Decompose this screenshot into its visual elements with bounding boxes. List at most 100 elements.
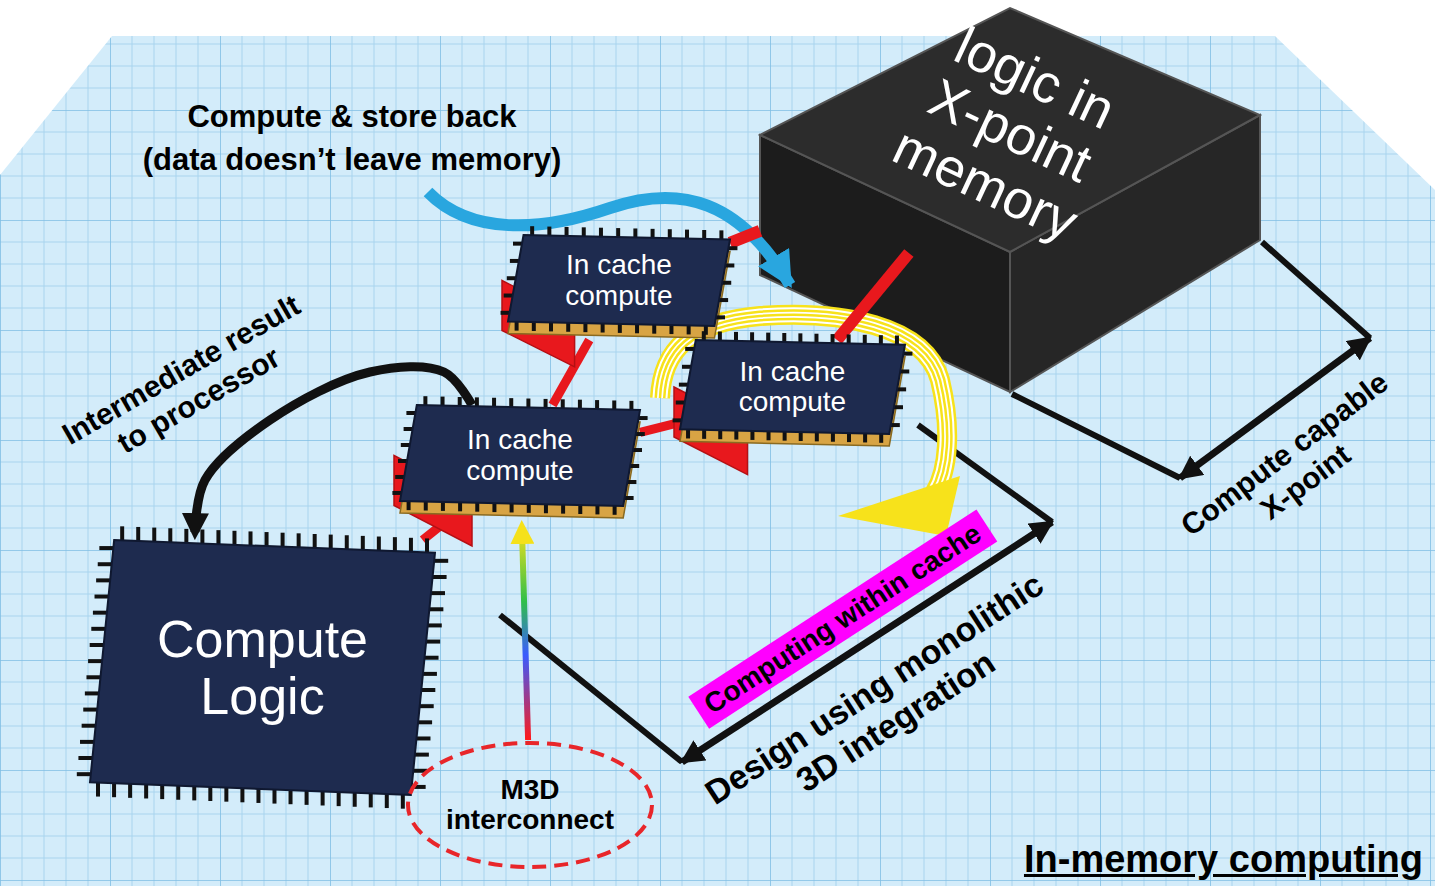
chip-pin <box>799 432 803 441</box>
chip-pin <box>725 263 734 267</box>
chip-pin <box>313 534 317 548</box>
node-label: In cache compute <box>718 357 868 417</box>
dashed-ellipse <box>408 743 652 867</box>
chip-pin <box>421 688 435 692</box>
chip-pin <box>240 788 244 802</box>
chip-pin <box>673 418 682 422</box>
chip-pin <box>406 411 415 415</box>
chip-pin <box>120 526 124 540</box>
chip-pin <box>847 433 851 442</box>
chip-pin <box>652 325 656 334</box>
chip-pin <box>361 536 365 550</box>
chip-pin <box>208 787 212 801</box>
cache-flow-arrow <box>660 315 960 536</box>
chip-pin <box>441 502 445 511</box>
chip-pin <box>633 448 642 452</box>
annotation-text: (data doesn’t leave memory) <box>117 142 587 178</box>
cache-chip: In cache compute <box>508 235 730 340</box>
chip-pin <box>507 276 516 280</box>
chip-pin <box>722 281 731 285</box>
chip-pin <box>613 506 617 515</box>
chip-pin <box>679 383 688 387</box>
chip-pin <box>128 784 132 798</box>
chip-pin <box>716 315 725 319</box>
chip-pin <box>668 229 672 238</box>
chip-pin <box>82 724 96 728</box>
chip-pin <box>515 322 519 331</box>
chip-pin <box>831 433 835 442</box>
chip-pins <box>77 526 448 808</box>
chip-pin <box>431 591 445 595</box>
chip-pin <box>353 793 357 807</box>
chip-pin <box>95 595 109 599</box>
chip-pin <box>583 323 587 332</box>
chip-pin <box>96 783 100 797</box>
bracket-line <box>1262 242 1370 338</box>
chip-pin <box>424 502 428 511</box>
chip-pin <box>847 334 851 343</box>
chip-pin <box>337 792 341 806</box>
node-label: M3D interconnect <box>430 775 630 835</box>
flow-band <box>660 315 947 492</box>
chip-pin <box>527 504 531 513</box>
chip-pin <box>702 230 706 239</box>
chip-pin <box>200 530 204 544</box>
chip-pin <box>782 333 786 342</box>
chip-pin <box>407 501 411 510</box>
chip-pin <box>561 505 565 514</box>
chip-pin <box>377 537 381 551</box>
annotation-text: Compute capable X-point <box>1168 361 1421 576</box>
chip-pin <box>891 423 900 427</box>
chip-pin <box>144 784 148 798</box>
chip-pin <box>99 546 113 550</box>
chip-body <box>90 540 435 795</box>
chip-pin <box>578 505 582 514</box>
chip-pin <box>526 399 530 408</box>
chip-pin <box>426 640 440 644</box>
label-holder: Compute capable X-point <box>1168 361 1421 576</box>
chip-pin <box>93 611 107 615</box>
chip-pin <box>734 431 738 440</box>
chip-pin <box>232 531 236 545</box>
flow-band <box>660 315 947 492</box>
chip-pin <box>289 790 293 804</box>
chip-pin <box>404 427 413 431</box>
flow-gap <box>660 315 947 492</box>
chip-pin <box>879 434 883 443</box>
chip-pin <box>475 397 479 406</box>
chip-pin <box>513 242 522 246</box>
node-label: In cache compute <box>445 425 595 485</box>
chip-pin <box>565 227 569 236</box>
chip-pin <box>595 505 599 514</box>
chip-pin <box>669 325 673 334</box>
flow-band <box>660 315 947 492</box>
chip-pin <box>549 322 553 331</box>
chip-pin <box>601 324 605 333</box>
chip-pin <box>894 405 903 409</box>
chip-pin <box>393 537 397 551</box>
chip-pin <box>415 753 429 757</box>
chip-pin <box>425 538 429 552</box>
chip-pin <box>86 675 100 679</box>
chip-pin <box>401 795 405 809</box>
chip-pin <box>441 397 445 406</box>
chip-pin <box>434 559 448 563</box>
chip-pin <box>687 325 691 334</box>
label-holder: Intermediate result to processor <box>52 285 329 485</box>
chip-pin <box>766 333 770 342</box>
chip-pin <box>418 720 432 724</box>
chip-pin <box>676 401 685 405</box>
flow-arrowhead <box>838 476 960 536</box>
chip-pin <box>429 607 443 611</box>
label-holder: (data doesn’t leave memory) <box>117 142 587 178</box>
chip-pin <box>544 399 548 408</box>
chip-pin <box>458 397 462 406</box>
chip-pin <box>112 783 116 797</box>
chip-pin <box>578 400 582 409</box>
chip-pin <box>428 623 442 627</box>
chip-pin <box>136 527 140 541</box>
chip-pin <box>544 504 548 513</box>
chip-pin <box>401 443 410 447</box>
chip-pin <box>750 332 754 341</box>
